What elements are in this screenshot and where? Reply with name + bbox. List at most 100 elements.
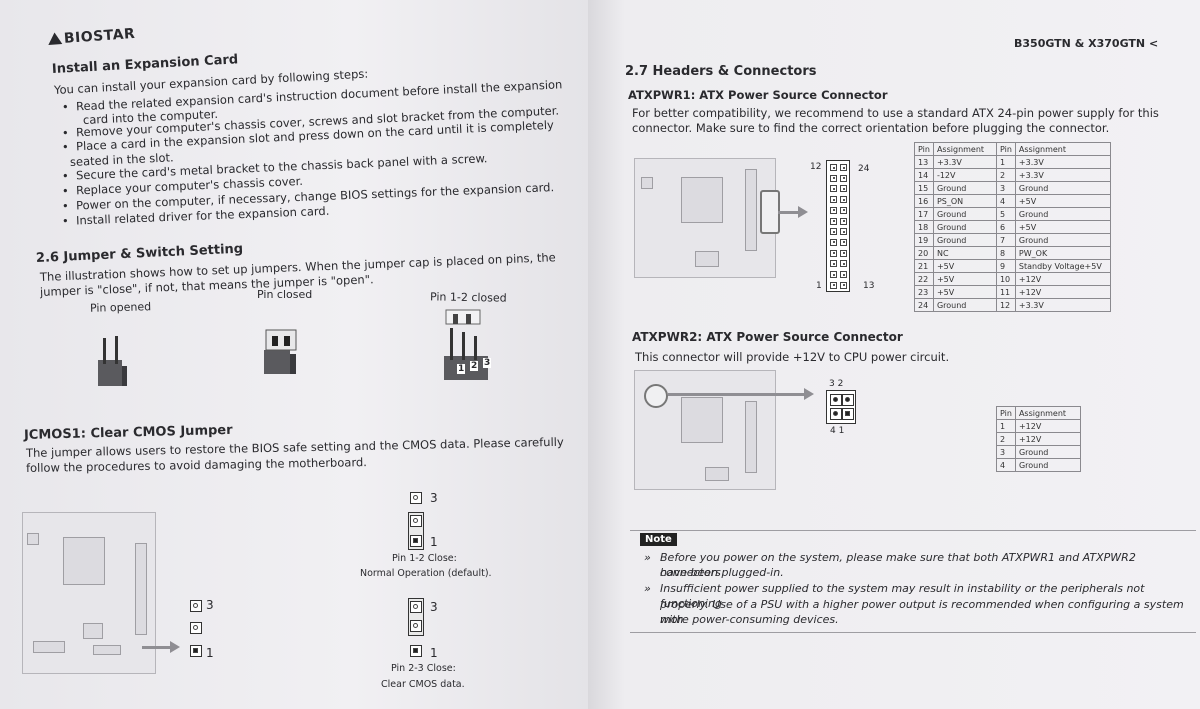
atx2-conn-label-bottom: 4 1	[830, 426, 845, 436]
setting-b-pin-1	[410, 645, 422, 657]
jcmos-pin-1	[190, 645, 202, 657]
note-item-1-line-1: Before you power on the system, please m…	[660, 551, 1136, 579]
table-header-row: Pin Assignment	[996, 406, 1081, 420]
jumper-pin-number: 3	[483, 358, 492, 368]
atx1-board-diagram	[634, 158, 776, 278]
connector-pin	[840, 271, 847, 278]
install-title: Install an Expansion Card	[51, 52, 239, 77]
connector-pin	[840, 206, 847, 214]
note-bullet-icon: »	[644, 551, 651, 564]
atx1-highlight	[760, 190, 780, 234]
table-header-row: Pin Assignment Pin Assignment	[914, 142, 1111, 156]
jcmos-pin-3	[190, 600, 202, 612]
note-bottom-rule	[630, 632, 1196, 633]
atx2-arrow	[668, 393, 806, 396]
left-page: BIOSTAR Install an Expansion Card You ca…	[0, 0, 588, 709]
connector-pin	[830, 249, 837, 257]
table-header-cell: Pin	[996, 406, 1016, 420]
atx1-conn-label-12: 12	[810, 162, 822, 172]
install-steps: • Read the related expansion card's inst…	[58, 77, 563, 242]
atx1-24pin-connector	[826, 160, 850, 292]
atx2-highlight	[644, 384, 668, 408]
connector-pin	[840, 196, 847, 204]
pin-opened-label: Pin opened	[89, 300, 152, 315]
connector-pin	[840, 164, 847, 171]
setting-a-caption-2: Normal Operation (default).	[360, 568, 492, 579]
connector-pin	[840, 260, 847, 268]
note-badge: Note	[640, 533, 677, 546]
connector-pin	[840, 217, 847, 225]
jumper-pin-number: 2	[470, 361, 479, 371]
setting-b-caption-2: Clear CMOS data.	[381, 679, 465, 690]
section-title: 2.7 Headers & Connectors	[625, 64, 817, 79]
note-item-2-line-1: Insufficient power supplied to the syste…	[660, 582, 1145, 610]
jcmos-arrow	[142, 646, 172, 649]
jumper-closed-illustration	[264, 329, 297, 374]
brand-logo: BIOSTAR	[47, 26, 136, 48]
table-header-cell: Assignment	[1014, 142, 1111, 156]
atx2-4pin-connector	[826, 390, 856, 424]
note-item-2-line-3: more power-consuming devices.	[660, 613, 839, 626]
jcmos-pin-2	[190, 622, 202, 634]
atx1-text-1: For better compatibility, we recommend t…	[632, 106, 1159, 120]
pin-closed-label: Pin closed	[257, 288, 313, 301]
jcmos-title: JCMOS1: Clear CMOS Jumper	[23, 422, 233, 443]
jcmos-pin-3-label: 3	[206, 598, 214, 612]
jumper-12-closed-illustration	[444, 309, 488, 380]
setting-a-label-1: 1	[430, 535, 438, 549]
jumper-pin-number: 1	[457, 364, 466, 374]
connector-pin	[830, 228, 837, 236]
connector-pin	[830, 260, 837, 268]
table-row: 1+12V	[996, 419, 1081, 433]
arrow-right-icon	[804, 388, 814, 400]
connector-pin	[830, 196, 837, 204]
header-model: B350GTN & X370GTN <	[1014, 37, 1159, 50]
connector-pin	[830, 271, 837, 278]
atx1-conn-label-13: 13	[863, 281, 875, 291]
jumper-title: 2.6 Jumper & Switch Setting	[35, 241, 244, 266]
connector-pin	[830, 238, 837, 246]
connector-pin	[830, 174, 837, 182]
right-page: B350GTN & X370GTN < 2.7 Headers & Connec…	[588, 0, 1200, 709]
logo-triangle-icon	[47, 32, 63, 45]
note-item-1-line-2: have been plugged-in.	[660, 566, 784, 579]
connector-pin	[830, 164, 837, 171]
table-header-cell: Assignment	[932, 142, 997, 156]
atx1-conn-label-24: 24	[858, 164, 870, 174]
motherboard-diagram	[22, 512, 156, 674]
setting-a-pin-2	[410, 515, 422, 527]
connector-pin	[830, 281, 837, 289]
connector-pin	[840, 249, 847, 257]
connector-pin	[840, 281, 847, 289]
arrow-right-icon	[798, 206, 808, 218]
note-item-2-line-2: properly. Use of a PSU with a higher pow…	[660, 598, 1184, 626]
atx2-conn-label-top: 3 2	[829, 379, 844, 389]
table-header-cell: Pin	[995, 142, 1016, 156]
jcmos-pin-1-label: 1	[206, 646, 214, 660]
atx1-arrow	[778, 211, 800, 214]
setting-b-label-3: 3	[430, 600, 438, 614]
note-bullet-icon: »	[644, 582, 651, 595]
atx2-text: This connector will provide +12V to CPU …	[635, 350, 950, 364]
connector-pin	[840, 174, 847, 182]
connector-pin	[840, 228, 847, 236]
setting-a-pin-3	[410, 492, 422, 504]
setting-b-pin-3	[410, 601, 422, 613]
table-header-cell: Assignment	[1014, 406, 1081, 420]
connector-pin	[830, 217, 837, 225]
atx2-board-diagram	[634, 370, 776, 490]
setting-a-pin-1	[410, 535, 422, 547]
jumper-open-illustration	[98, 336, 127, 386]
atx1-conn-label-1: 1	[816, 281, 822, 291]
